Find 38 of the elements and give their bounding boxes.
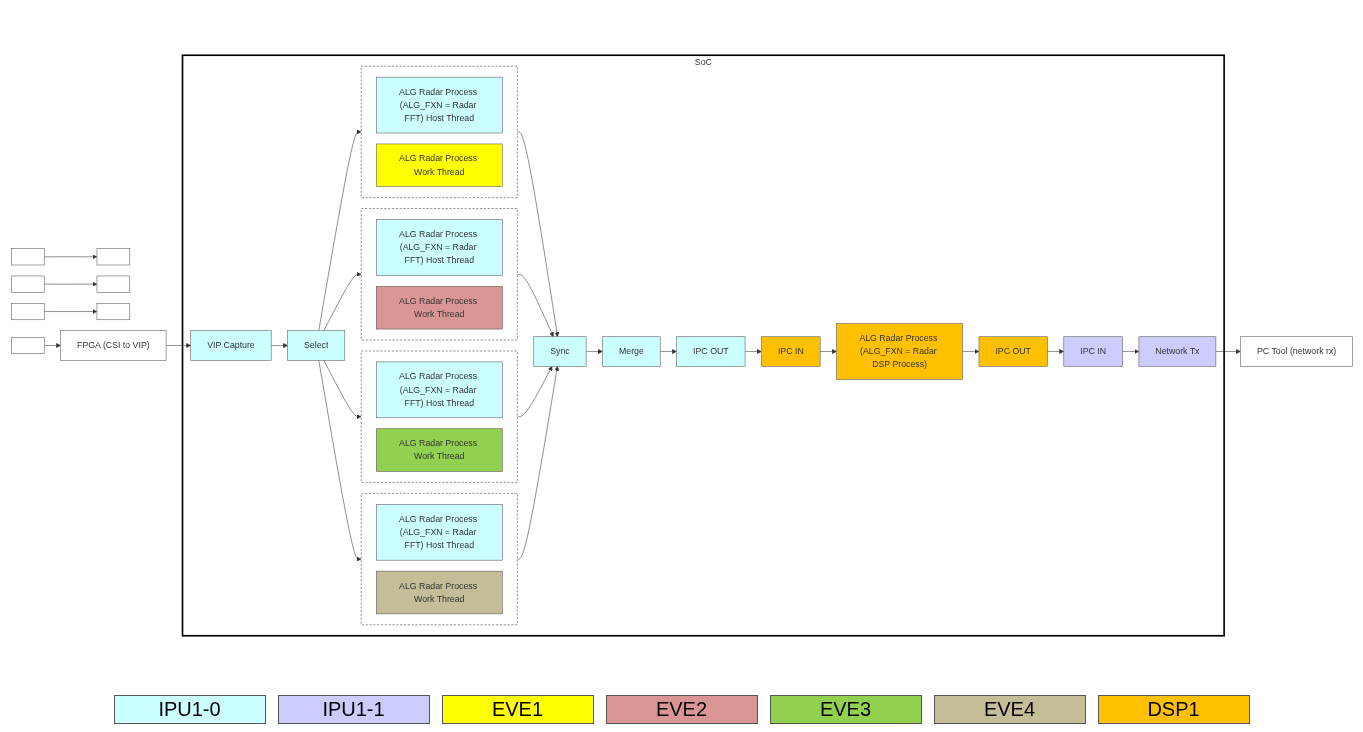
node-box: IPC OUT <box>978 336 1048 367</box>
legend-swatch: EVE2 <box>605 695 758 724</box>
node-box: ALG Radar Process (ALG_FXN = Radar DSP Process) <box>835 323 963 380</box>
node-box: ALG Radar Process (ALG_FXN = Radar FFT) Host Thread <box>375 361 503 419</box>
cluster <box>360 208 518 341</box>
node-box: Select <box>286 330 345 361</box>
node-box <box>10 248 44 266</box>
node-box <box>10 275 44 293</box>
node-box: ALG Radar Process Work Thread <box>375 286 503 330</box>
legend-swatch: EVE3 <box>769 695 922 724</box>
node-box: PC Tool (network rx) <box>1239 336 1353 367</box>
node-box: IPC OUT <box>675 336 745 367</box>
legend-swatch: DSP1 <box>1097 695 1250 724</box>
node-box: ALG Radar Process (ALG_FXN = Radar FFT) Host Thread <box>375 504 503 561</box>
legend-swatch: EVE4 <box>933 695 1086 724</box>
node-box: ALG Radar Process (ALG_FXN = Radar FFT) Host Thread <box>375 219 503 276</box>
node-box: VIP Capture <box>189 330 271 361</box>
cluster <box>360 65 518 198</box>
node-box: FPGA (CSI to VIP) <box>59 330 166 361</box>
legend-swatch: EVE1 <box>441 695 594 724</box>
node-box <box>96 275 130 293</box>
legend-swatch: IPU1-0 <box>113 695 266 724</box>
node-box <box>10 337 44 354</box>
node-box: ALG Radar Process Work Thread <box>375 428 503 472</box>
node-box <box>96 248 130 266</box>
node-box: IPC IN <box>1063 336 1123 367</box>
node-box <box>96 303 130 321</box>
cluster <box>360 493 518 626</box>
node-box: ALG Radar Process Work Thread <box>375 570 503 615</box>
node-box <box>10 303 44 321</box>
node-box: IPC IN <box>760 336 820 367</box>
legend-swatch: IPU1-1 <box>277 695 430 724</box>
node-box: Merge <box>601 336 660 367</box>
node-box: Sync <box>532 336 586 367</box>
cluster <box>360 350 518 483</box>
node-box: ALG Radar Process Work Thread <box>375 143 503 187</box>
node-box: ALG Radar Process (ALG_FXN = Radar FFT) Host Thread <box>375 76 503 134</box>
node-box: Network Tx <box>1138 336 1216 367</box>
